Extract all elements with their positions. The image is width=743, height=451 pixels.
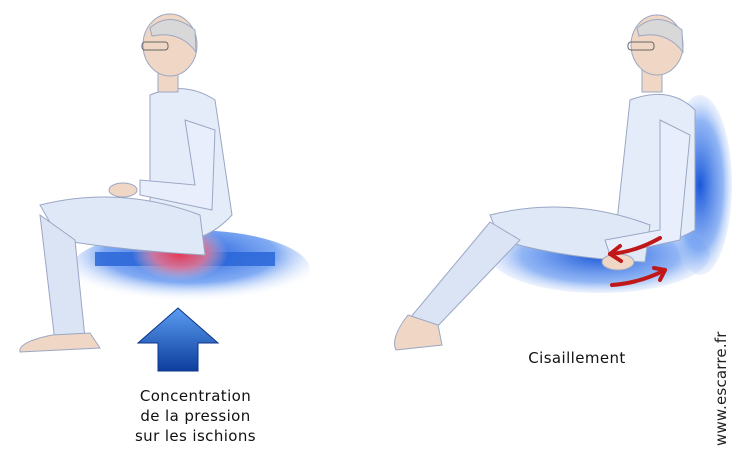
arrow-up-icon <box>138 308 218 371</box>
caption-line-1: Concentration <box>108 386 283 406</box>
upright-sitting-illustration <box>0 0 330 451</box>
seated-person-reclined <box>395 15 696 350</box>
site-watermark: www.escarre.fr <box>712 331 730 446</box>
pressure-caption: Concentration de la pression sur les isc… <box>108 386 283 446</box>
reclined-sitting-illustration <box>360 0 743 451</box>
caption-line-2: de la pression <box>108 406 283 426</box>
pressure-panel: Concentration de la pression sur les isc… <box>0 0 330 451</box>
shear-caption: Cisaillement <box>512 348 642 368</box>
caption-line-3: sur les ischions <box>108 426 283 446</box>
shear-panel: Cisaillement <box>360 0 743 451</box>
